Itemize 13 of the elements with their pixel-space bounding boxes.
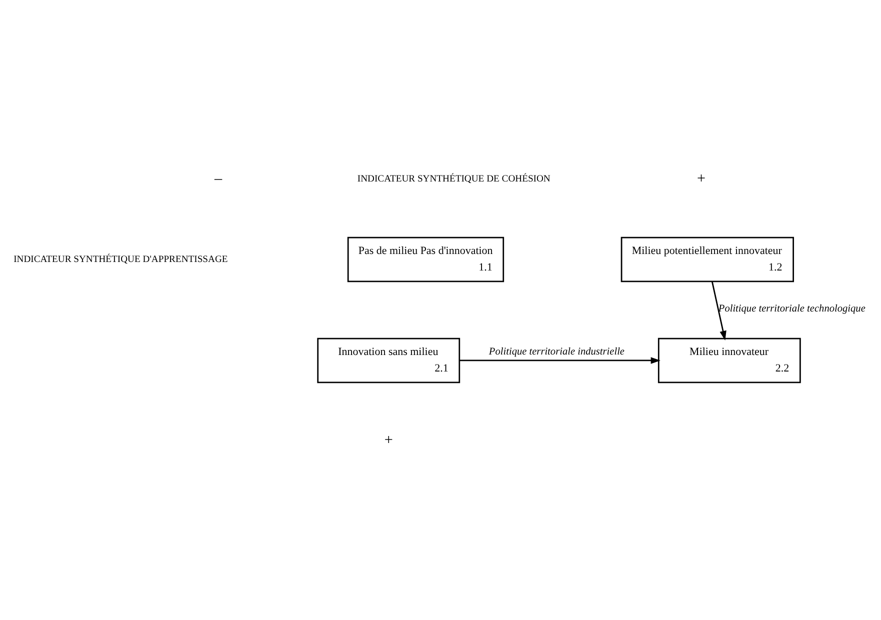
- label: INDICATEUR SYNTHÉTIQUE D'APPRENTISSAGE: [14, 254, 228, 266]
- label: +: [696, 170, 706, 187]
- node-box: Pas de milieu Pas d'innovation 1.1: [347, 236, 504, 282]
- edge-label: Politique territoriale technologique: [718, 304, 866, 315]
- label: –: [214, 170, 222, 187]
- arrow: [711, 281, 726, 341]
- node-box: Milieu innovateur 2.2: [658, 338, 801, 384]
- node-box: Milieu potentiellement innovateur 1.2: [620, 236, 794, 282]
- label: INDICATEUR SYNTHÉTIQUE DE COHÉSION: [357, 174, 550, 185]
- arrow: [459, 357, 660, 364]
- label: +: [384, 432, 393, 449]
- node-box: Innovation sans milieu 2.1: [317, 338, 460, 384]
- edge-label: Politique territoriale industrielle: [488, 346, 625, 358]
